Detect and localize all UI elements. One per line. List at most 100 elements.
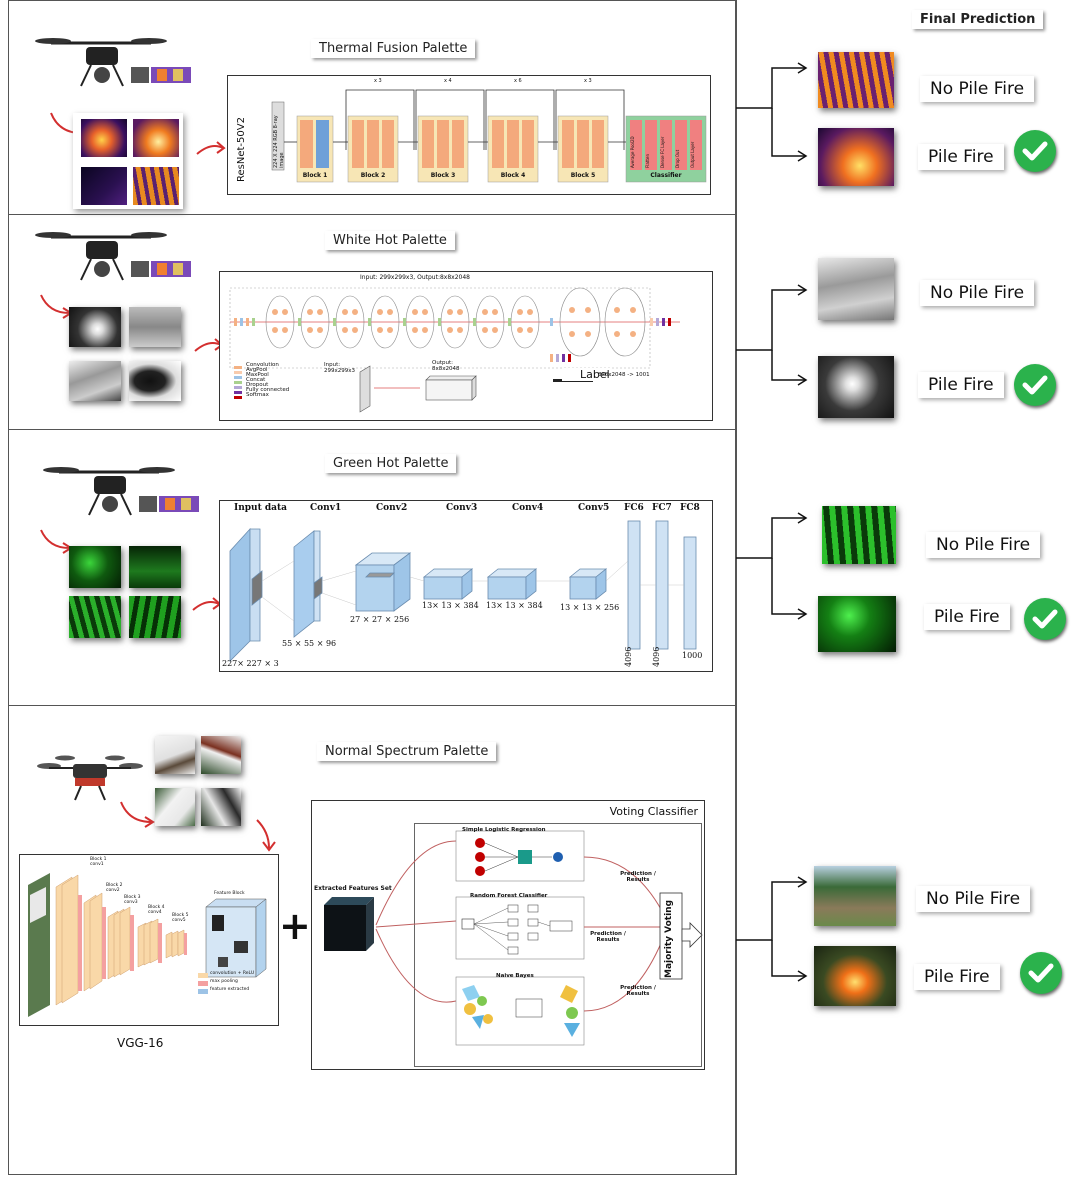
row-normal-spectrum: Normal Spectrum Palette	[8, 705, 736, 1175]
voting-svg	[324, 830, 703, 1046]
inception-legend-item: Softmax	[246, 392, 269, 398]
prediction-label-fire: Pile Fire	[918, 372, 1004, 398]
red-arrow-icon	[196, 141, 226, 155]
prediction-image-fire-thermal	[818, 128, 894, 186]
alexnet-dim-label: 55 × 55 × 96	[282, 639, 337, 648]
vgg-diagram: Block 1 conv1 Block 2 conv2 Block 3 conv…	[19, 854, 279, 1026]
resnet-classifier-layer: Drop Out	[675, 149, 680, 168]
prediction-label-fire: Pile Fire	[924, 604, 1010, 630]
prediction-image-no-fire-green	[822, 506, 896, 564]
alexnet-svg	[229, 520, 697, 662]
vgg-block-label: Block 5 conv5	[172, 913, 189, 923]
resnet-diagram: ResNet-50V2 224 X 224 RGB 8-ray image Bl…	[227, 75, 711, 195]
alexnet-layer-label: Conv3	[446, 503, 478, 513]
inception-legend-item: AvgPool	[246, 367, 268, 373]
thumbnail-white-4	[129, 361, 181, 401]
alexnet-layer-label: FC6	[624, 503, 644, 513]
prediction-image-no-fire-white	[818, 258, 894, 320]
inception-legend-item: MaxPool	[246, 372, 269, 378]
resnet-block-3: Block 3	[430, 172, 456, 179]
vgg-block-label: Block 3 conv3	[124, 895, 141, 905]
prediction-image-no-fire-thermal	[818, 52, 894, 108]
resnet-classifier-layer: Dense FC Layer	[660, 136, 665, 168]
majority-voting-label: Majority Voting	[664, 899, 674, 979]
vgg-feature-block-label: Feature Block	[214, 891, 245, 896]
vgg-block-label: Block 2 conv2	[106, 883, 123, 893]
check-icon	[1014, 364, 1056, 406]
inception-io-label: Input: 299x299x3, Output:8x8x2048	[360, 274, 470, 281]
thumbnail-normal-4	[201, 788, 241, 826]
alexnet-layer-label: Conv4	[512, 503, 544, 513]
palette-title-normal: Normal Spectrum Palette	[317, 742, 497, 761]
prediction-label-no-fire: No Pile Fire	[920, 76, 1035, 102]
check-icon	[1014, 130, 1056, 172]
inception-legend-item: Fully connected	[246, 387, 290, 393]
thumbnail-white-2	[129, 307, 181, 347]
thumbnail-normal-1	[155, 736, 195, 774]
alexnet-diagram: Input data Conv1 Conv2 Conv3 Conv4 Conv5…	[219, 500, 713, 672]
vgg-name: VGG-16	[117, 1036, 164, 1050]
voting-inner-box	[414, 823, 702, 1067]
thermal-image-grid	[73, 113, 183, 209]
alexnet-dim-label: 4096	[652, 646, 661, 667]
resnet-input-label: 224 X 224 RGB 8-ray image	[273, 115, 285, 168]
resnet-classifier-layer: Output Layer	[690, 141, 695, 168]
thumbnail-normal-3	[155, 788, 195, 826]
alexnet-dim-label: 227× 227 × 3	[222, 659, 279, 668]
inception-legend-item: Convolution	[246, 362, 279, 368]
prediction-label: Prediction / Results	[590, 931, 626, 943]
resnet-repeat-3: x 6	[514, 78, 522, 84]
alexnet-dim-label: 13× 13 × 384	[422, 601, 479, 610]
prediction-connectors	[736, 62, 808, 982]
vgg-legend-item: max pooling	[210, 979, 238, 984]
vgg-legend-item: feature extracted	[210, 987, 250, 992]
row-white-hot: White Hot Palette Input: 299x299x3, Outp…	[8, 214, 736, 430]
prediction-label: Prediction / Results	[620, 871, 656, 883]
features-label: Extracted Features Set	[314, 885, 392, 892]
classifier-title: Random Forest Classifier	[470, 893, 548, 899]
classifier-title: Naive Bayes	[496, 973, 534, 979]
thumbnail-green-1	[69, 546, 121, 588]
alexnet-dim-label: 4096	[624, 646, 633, 667]
alexnet-layer-label: Conv5	[578, 503, 610, 513]
thumbnail-green-3	[69, 596, 121, 638]
alexnet-layer-label: Conv1	[310, 503, 342, 513]
alexnet-layer-label: FC7	[652, 503, 672, 513]
resnet-repeat-4: x 3	[584, 78, 592, 84]
drone-icon	[35, 38, 191, 87]
palette-title-white-hot: White Hot Palette	[325, 231, 455, 250]
resnet-svg	[271, 89, 707, 183]
vgg-svg	[28, 873, 267, 1017]
resnet-block-1: Block 1	[302, 172, 328, 179]
vgg-legend-item: convolution + ReLU	[210, 971, 255, 976]
resnet-classifier-layer: Average Pool2D	[630, 136, 635, 168]
final-prediction-header: Final Prediction	[912, 10, 1044, 29]
alexnet-layer-label: Conv2	[376, 503, 408, 513]
thumbnail-thermal-1	[81, 119, 127, 157]
inception-output-label: Output: 8x8x2048	[432, 360, 460, 372]
prediction-label-no-fire: No Pile Fire	[920, 280, 1035, 306]
inception-label-text: Label	[562, 368, 612, 381]
resnet-classifier-layer: Flatten	[645, 154, 650, 168]
drone-icon	[35, 232, 191, 281]
prediction-label: Prediction / Results	[620, 985, 656, 997]
vgg-block-label: Block 1 conv1	[90, 857, 107, 867]
red-arrow-icon	[120, 801, 155, 828]
resnet-block-4: Block 4	[500, 172, 526, 179]
palette-title-green-hot: Green Hot Palette	[325, 454, 457, 473]
prediction-image-fire-green	[818, 596, 896, 652]
alexnet-dim-label: 27 × 27 × 256	[350, 615, 410, 624]
alexnet-dim-label: 1000	[682, 651, 703, 660]
vgg-block-label: Block 4 conv4	[148, 905, 165, 915]
thumbnail-white-3	[69, 361, 121, 401]
resnet-repeat-2: x 4	[444, 78, 452, 84]
thumbnail-green-2	[129, 546, 181, 588]
thumbnail-white-1	[69, 307, 121, 347]
thumbnail-thermal-4	[133, 167, 179, 205]
resnet-block-5: Block 5	[570, 172, 596, 179]
thumbnail-normal-2	[201, 736, 241, 774]
prediction-image-fire-white	[818, 356, 894, 418]
thumbnail-thermal-2	[133, 119, 179, 157]
inception-input-label: Input: 299x299x3	[324, 362, 356, 374]
alexnet-layer-label: FC8	[680, 503, 700, 513]
